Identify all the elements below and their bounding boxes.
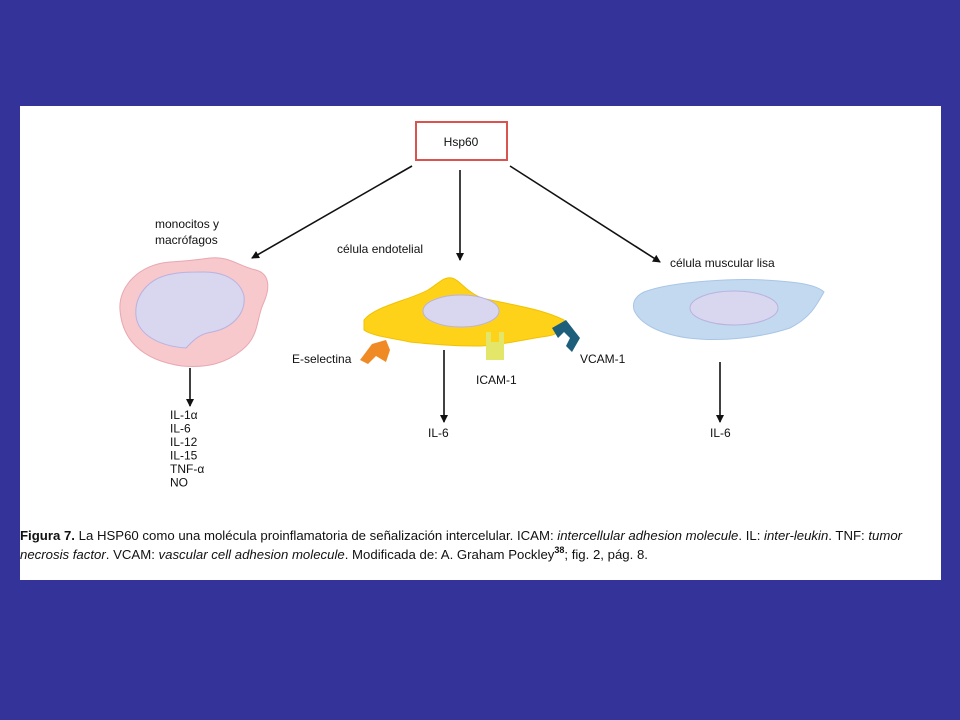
caption-text-4: . VCAM: (105, 547, 159, 562)
icam-receptor (486, 332, 504, 360)
caption-text-2: . IL: (738, 528, 765, 543)
arrow-to-monocytes (251, 165, 413, 259)
caption-text-5: . Modificada de: A. Graham Pockley (344, 547, 555, 562)
smooth-muscle-output: IL-6 (710, 426, 731, 440)
hsp60-label: Hsp60 (444, 135, 479, 149)
vcam-receptor (552, 320, 580, 352)
caption-reference: 38 (554, 545, 565, 555)
hsp60-box (415, 121, 508, 161)
arrow-to-smooth-muscle (509, 165, 661, 263)
caption-label: Figura 7. (20, 528, 75, 543)
icam-label: ICAM-1 (476, 373, 517, 387)
endothelial-output: IL-6 (428, 426, 449, 440)
caption-text-6: ; fig. 2, pág. 8. (564, 547, 648, 562)
monocyte-nucleus (135, 271, 245, 349)
monocytes-output-item: TNF-α (170, 462, 204, 476)
vcam-label: VCAM-1 (580, 352, 626, 366)
monocytes-output-item: IL-12 (170, 435, 198, 449)
hsp60-diagram: Hsp60 monocitos y macrófagos IL-1αIL-6IL… (119, 121, 825, 490)
monocytes-title-line2: macrófagos (155, 233, 218, 247)
smooth-muscle-title: célula muscular lisa (670, 256, 775, 270)
caption-text-1: La HSP60 como una molécula proinflamator… (74, 528, 558, 543)
smooth-muscle-nucleus (689, 290, 779, 326)
endothelial-nucleus (422, 294, 500, 328)
monocytes-output-item: IL-1α (170, 408, 198, 422)
e-selectin-label: E-selectina (292, 352, 352, 366)
monocytes-output-item: NO (170, 476, 188, 490)
monocytes-output-item: IL-6 (170, 422, 191, 436)
caption-italic-1: intercellular adhesion molecule (557, 528, 739, 543)
figure-caption: Figura 7. La HSP60 como una molécula pro… (20, 526, 935, 564)
caption-italic-4: vascular cell adhesion molecule (158, 547, 345, 562)
caption-text-3: . TNF: (828, 528, 869, 543)
caption-italic-3: tumor necrosis factor (20, 528, 903, 562)
caption-italic-2: inter-leukin (764, 528, 829, 543)
e-selectin-receptor (360, 340, 390, 364)
monocytes-output-item: IL-15 (170, 449, 198, 463)
monocytes-title-line1: monocitos y (155, 217, 219, 231)
endothelial-title: célula endotelial (337, 242, 423, 256)
